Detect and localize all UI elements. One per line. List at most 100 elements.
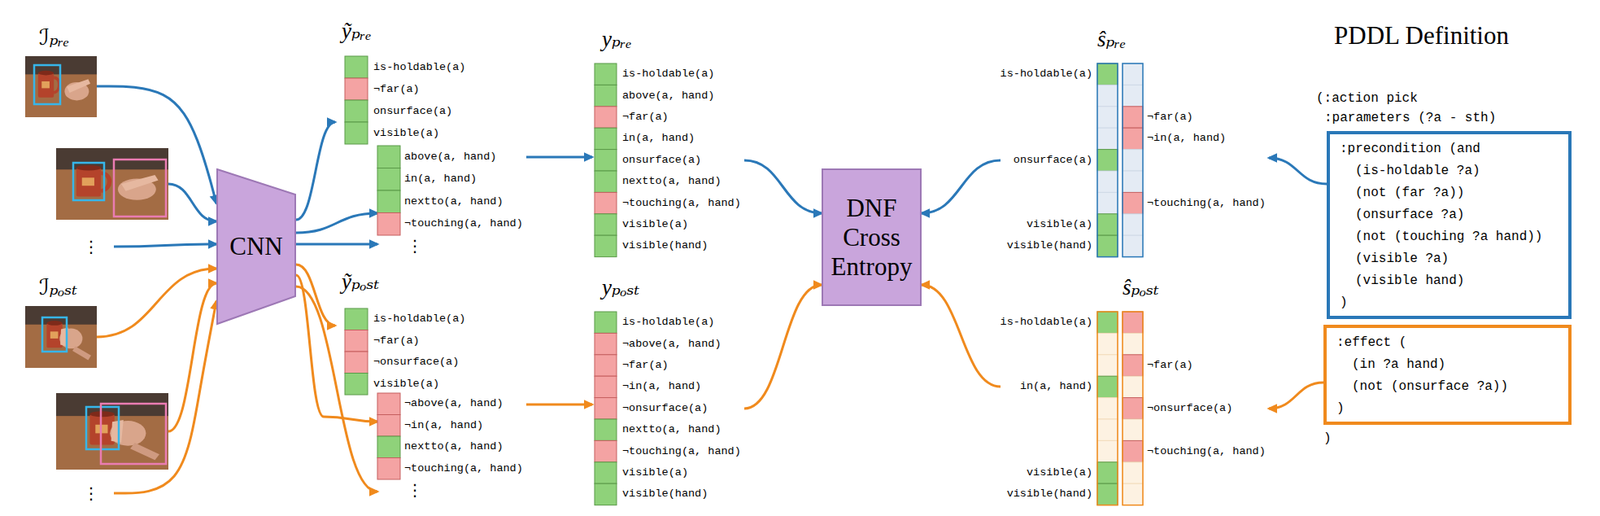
predicate-label: ¬touching(a, hand) bbox=[404, 213, 524, 235]
code-line: ) bbox=[1323, 427, 1332, 450]
flow-arrow bbox=[921, 160, 1001, 214]
truth-cell bbox=[1122, 397, 1143, 419]
vector-heading: ℐₚᵣₑ bbox=[39, 24, 70, 51]
predicate-label: onsurface(a) bbox=[622, 149, 702, 171]
predicate-label: visible(hand) bbox=[1007, 483, 1093, 505]
label-vector: yₚₒₛₜis-holdable(a)¬above(a, hand)¬far(a… bbox=[592, 270, 745, 507]
truth-cell bbox=[1097, 375, 1118, 397]
truth-cell bbox=[377, 414, 401, 437]
truth-cell bbox=[377, 457, 401, 480]
truth-cell bbox=[1097, 332, 1118, 354]
ellipsis: ⋮ bbox=[406, 480, 423, 499]
hand-box bbox=[100, 403, 166, 464]
predicate-label: ¬far(a) bbox=[622, 354, 669, 376]
predicate-list: ¬above(a, hand)¬in(a, hand)nextto(a, han… bbox=[377, 392, 527, 501]
truth-cell bbox=[594, 397, 617, 419]
vector-heading: ℐₚₒₛₜ bbox=[39, 274, 78, 301]
flow-arrow bbox=[96, 86, 217, 204]
vector-heading: yₚₒₛₜ bbox=[601, 274, 640, 301]
predicate-label: is-holdable(a) bbox=[373, 308, 466, 330]
code-line: (not (onsurface ?a)) bbox=[1351, 375, 1509, 398]
predicate-list: above(a, hand)in(a, hand)nextto(a, hand)… bbox=[377, 145, 527, 257]
truth-cell bbox=[344, 56, 368, 79]
truth-cell bbox=[1122, 462, 1143, 484]
truth-cell bbox=[1122, 84, 1143, 106]
predicate-label: nextto(a, hand) bbox=[404, 435, 504, 458]
predicate-label: ¬touching(a, hand) bbox=[404, 457, 524, 480]
predicate-label: ¬touching(a, hand) bbox=[622, 440, 742, 463]
truth-cell bbox=[344, 373, 368, 396]
predicate-label: visible(hand) bbox=[1007, 235, 1093, 257]
truth-cell bbox=[344, 351, 368, 374]
predicate-label: visible(a) bbox=[622, 462, 689, 484]
truth-cell bbox=[1097, 440, 1118, 462]
truth-cell bbox=[377, 435, 401, 458]
predicate-label: is-holdable(a) bbox=[373, 56, 466, 79]
truth-cell bbox=[344, 308, 368, 331]
truth-cell bbox=[1097, 462, 1118, 484]
truth-cell bbox=[344, 78, 368, 101]
truth-cell bbox=[377, 190, 401, 214]
predicate-label: above(a, hand) bbox=[622, 85, 715, 107]
truth-cell bbox=[1097, 235, 1118, 257]
truth-cell bbox=[377, 145, 401, 169]
predicate-label: visible(a) bbox=[373, 122, 440, 144]
predicate-label: ¬in(a, hand) bbox=[404, 414, 484, 436]
predicate-list: ỹₚₒₛₜis-holdable(a)¬far(a)¬onsurface(a)v… bbox=[335, 268, 470, 397]
predicate-label: is-holdable(a) bbox=[622, 63, 715, 85]
truth-cell bbox=[1097, 418, 1118, 441]
vector-heading: ỹₚᵣₑ bbox=[341, 17, 372, 44]
predicate-label: ¬in(a, hand) bbox=[622, 375, 702, 397]
dnf-state: ŝₚₒₛₜis-holdable(a)in(a, hand)visible(a)… bbox=[1000, 270, 1269, 507]
flow-arrow bbox=[296, 286, 378, 492]
dnf-state: ŝₚᵣₑis-holdable(a)onsurface(a)visible(a)… bbox=[1000, 22, 1269, 259]
code-line: (onsurface ?a) bbox=[1355, 204, 1465, 227]
truth-cell bbox=[1097, 170, 1118, 192]
code-line: :parameters (?a - sth) bbox=[1324, 107, 1496, 130]
predicate-label: ¬onsurface(a) bbox=[373, 351, 459, 373]
truth-cell bbox=[1122, 418, 1143, 441]
truth-cell bbox=[594, 213, 617, 236]
truth-cell bbox=[594, 170, 617, 192]
photo bbox=[56, 392, 169, 470]
object-box bbox=[42, 317, 67, 352]
truth-cell bbox=[1122, 332, 1143, 354]
predicate-label: ¬far(a) bbox=[622, 106, 669, 128]
effect-box: :effect ((in ?a hand)(not (onsurface ?a)… bbox=[1323, 324, 1572, 425]
ellipsis: ⋮ bbox=[406, 236, 423, 255]
input-image-group: ℐₚᵣₑ ⋮ bbox=[22, 24, 174, 261]
predicate-label: visible(a) bbox=[373, 373, 440, 395]
predicate-label: ¬above(a, hand) bbox=[404, 392, 504, 415]
flow-arrow bbox=[113, 244, 217, 247]
predicate-label: ¬far(a) bbox=[1146, 354, 1194, 376]
flow-arrow bbox=[526, 156, 593, 159]
ellipsis: ⋮ bbox=[82, 237, 100, 256]
code-line: (is-holdable ?a) bbox=[1355, 160, 1481, 183]
flow-arrow bbox=[296, 274, 378, 422]
column-frame bbox=[1097, 63, 1118, 258]
flow-arrow bbox=[1268, 157, 1327, 184]
section-heading: PDDL Definition bbox=[1334, 21, 1509, 51]
flow-arrow bbox=[921, 284, 1001, 387]
precondition-box: :precondition (and(is-holdable ?a)(not (… bbox=[1326, 130, 1572, 319]
flow-arrow bbox=[1268, 382, 1324, 409]
flow-arrow bbox=[296, 122, 336, 220]
flow-arrow bbox=[296, 213, 378, 233]
hand-box bbox=[113, 159, 166, 217]
truth-cell bbox=[1097, 106, 1118, 128]
truth-cell bbox=[1122, 63, 1143, 85]
object-box bbox=[34, 65, 61, 105]
predicate-label: visible(a) bbox=[1026, 213, 1093, 236]
truth-cell bbox=[594, 127, 617, 149]
truth-cell bbox=[1097, 213, 1118, 236]
object-box bbox=[86, 406, 119, 450]
predicate-label: is-holdable(a) bbox=[622, 311, 715, 333]
predicate-label: visible(a) bbox=[1026, 462, 1093, 484]
truth-cell bbox=[1097, 483, 1118, 505]
truth-cell bbox=[594, 332, 617, 354]
predicate-label: ¬far(a) bbox=[373, 330, 420, 352]
truth-cell bbox=[594, 106, 617, 128]
truth-cell bbox=[594, 440, 617, 462]
code-line: (visible hand) bbox=[1355, 270, 1465, 293]
predicate-label: above(a, hand) bbox=[404, 146, 497, 168]
